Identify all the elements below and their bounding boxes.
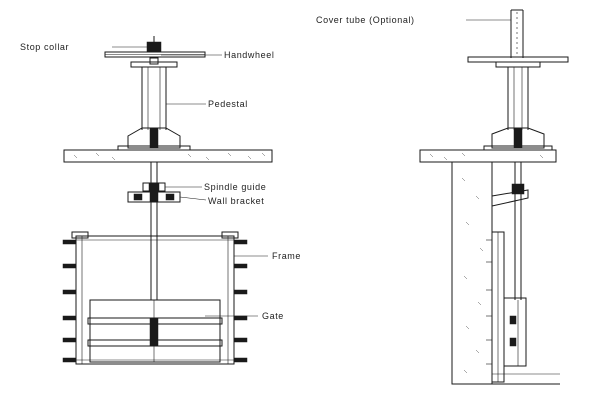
handwheel [104,51,206,58]
side-spindle [514,162,522,300]
frame [62,231,248,365]
pedestal-label: Pedestal [208,99,248,109]
gate-label: Gate [262,311,284,321]
spindle-guide [142,182,166,192]
side-gate [503,297,527,367]
stop-collar-label: Stop collar [20,42,69,52]
wall-bracket-label: Wall bracket [208,196,264,206]
side-pedestal [483,61,553,151]
side-handwheel [467,56,569,63]
pedestal [117,61,191,151]
wall-bracket [127,191,181,203]
spindle-guide-label: Spindle guide [204,182,266,192]
side-slab-wall [419,149,560,385]
handwheel-label: Handwheel [224,50,274,60]
stop-collar [146,36,162,65]
side-view [419,9,569,385]
leaders [112,19,511,317]
gate [87,299,223,363]
front-view [62,36,273,365]
side-wall-bracket [491,183,529,207]
frame-label: Frame [272,251,301,261]
cover-tube [510,9,524,58]
floor-slab [63,149,273,163]
cover-tube-label: Cover tube (Optional) [316,15,415,25]
